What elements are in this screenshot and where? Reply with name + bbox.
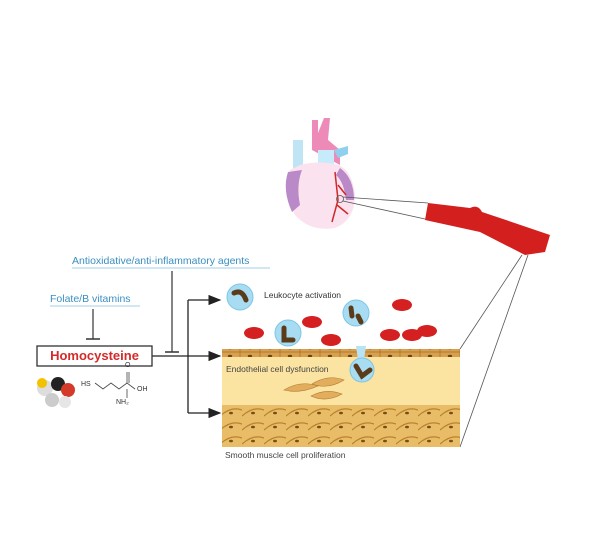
formula-oh: OH [137,386,148,393]
antioxidative-agents-label: Antioxidative/anti-inflammatory agents [72,255,250,267]
molecule-model [37,377,75,408]
heart-illustration [285,118,355,229]
vessel-cross-section [222,349,460,447]
formula-nh2: NH₂ [116,399,129,406]
red-blood-cells [244,299,437,346]
homocysteine-label: Homocysteine [50,348,139,363]
blood-vessel-tube [425,203,550,255]
structural-formula [94,372,136,398]
leukocyte-activation-label: Leukocyte activation [264,290,342,300]
leukocytes [226,283,375,383]
folate-b-vitamins-label: Folate/B vitamins [50,293,131,305]
formula-hs: HS [81,381,91,388]
homocysteine-box [36,345,153,367]
endothelial-dysfunction-label: Endothelial cell dysfunction [226,364,329,374]
smooth-muscle-proliferation-label: Smooth muscle cell proliferation [225,450,346,460]
formula-o: O [125,362,131,369]
